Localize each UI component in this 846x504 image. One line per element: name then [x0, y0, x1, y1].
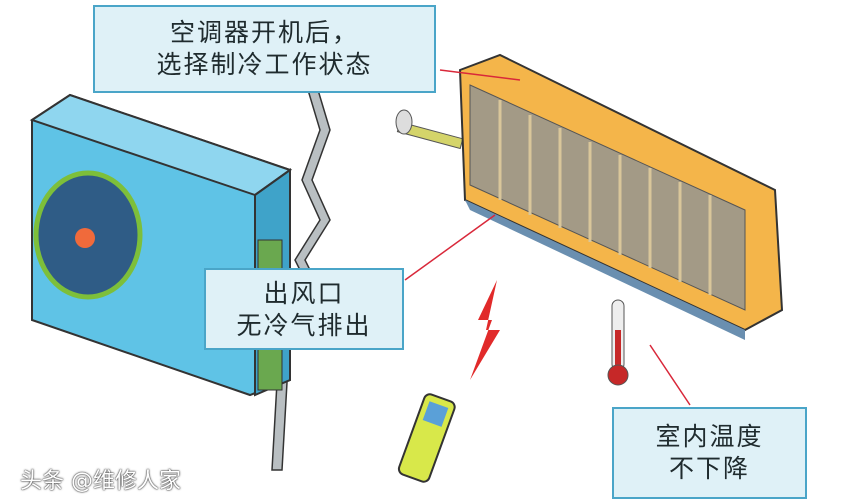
label-ac-on-cooling: 空调器开机后， 选择制冷工作状态: [93, 5, 436, 93]
indoor-unit: [458, 53, 784, 340]
label-line: 空调器开机后，: [169, 18, 359, 47]
outdoor-unit: [29, 93, 293, 397]
remote-control: [397, 393, 456, 483]
label-no-cold-air: 出风口 无冷气排出: [204, 268, 404, 350]
label-room-temp: 室内温度 不下降: [612, 407, 807, 499]
label-line: 选择制冷工作状态: [156, 50, 373, 79]
watermark: 头条 @维修人家: [20, 469, 181, 494]
leader-line: [404, 214, 496, 281]
fan-hub: [75, 228, 95, 248]
label-line: 无冷气排出: [236, 311, 372, 340]
thermometer-icon: [607, 299, 629, 386]
signal-lightning-icon: [470, 280, 500, 380]
leader-line: [649, 344, 691, 406]
label-line: 室内温度: [655, 422, 764, 451]
leader-line: [439, 69, 521, 81]
label-line: 出风口: [263, 279, 345, 308]
label-line: 不下降: [668, 454, 750, 483]
